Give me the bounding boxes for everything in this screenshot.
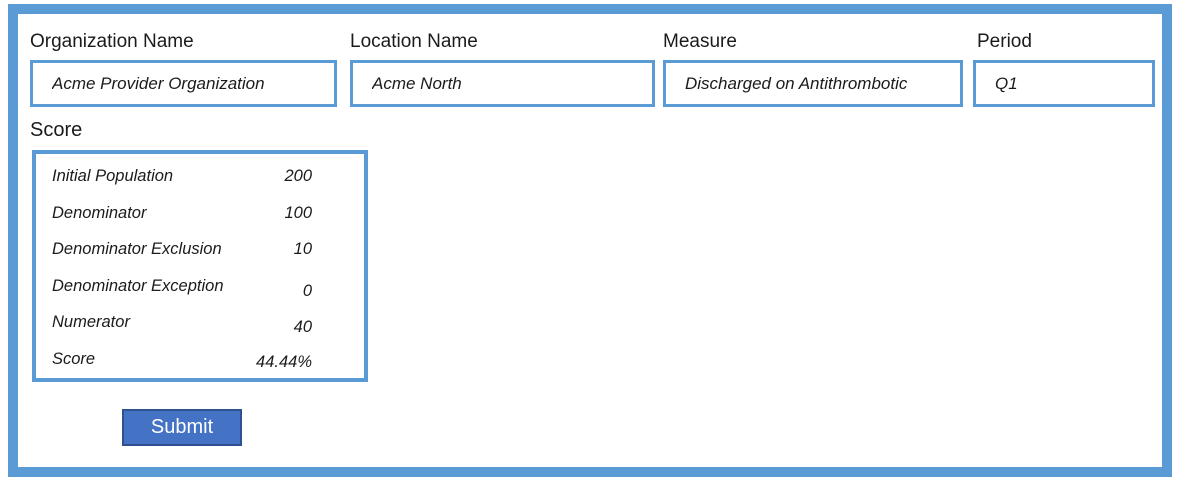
measure-input[interactable] bbox=[663, 60, 963, 107]
period-label: Period bbox=[977, 31, 1032, 52]
period-input[interactable] bbox=[973, 60, 1155, 107]
score-row-value: 0 bbox=[302, 281, 312, 300]
score-row-initial-population: Initial Population 200 bbox=[52, 167, 312, 204]
score-row-denominator-exclusion: Denominator Exclusion 10 bbox=[52, 240, 312, 277]
score-row-denominator: Denominator 100 bbox=[52, 204, 312, 241]
score-row-label: Denominator Exception bbox=[52, 276, 224, 295]
measure-label: Measure bbox=[663, 31, 737, 52]
score-row-label: Initial Population bbox=[52, 167, 174, 185]
score-row-label: Denominator Exclusion bbox=[52, 240, 222, 258]
score-row-value: 40 bbox=[293, 318, 312, 336]
submit-button[interactable]: Submit bbox=[122, 409, 242, 446]
score-row-value: 200 bbox=[284, 167, 312, 185]
score-row-score: Score 44.44% bbox=[52, 350, 312, 387]
score-row-label: Score bbox=[52, 349, 96, 368]
score-row-value: 44.44% bbox=[256, 352, 312, 371]
score-row-value: 100 bbox=[284, 203, 312, 222]
score-row-label: Numerator bbox=[52, 313, 130, 331]
organization-name-input[interactable] bbox=[30, 60, 337, 107]
organization-name-label: Organization Name bbox=[30, 31, 194, 52]
location-name-label: Location Name bbox=[350, 31, 478, 52]
score-results-box: Initial Population 200 Denominator 100 D… bbox=[32, 150, 368, 382]
score-row-denominator-exception: Denominator Exception 0 bbox=[52, 277, 312, 314]
score-row-value: 10 bbox=[293, 240, 312, 258]
score-row-label: Denominator bbox=[52, 203, 147, 222]
location-name-input[interactable] bbox=[350, 60, 655, 107]
score-row-numerator: Numerator 40 bbox=[52, 313, 312, 350]
score-section-heading: Score bbox=[30, 119, 83, 141]
